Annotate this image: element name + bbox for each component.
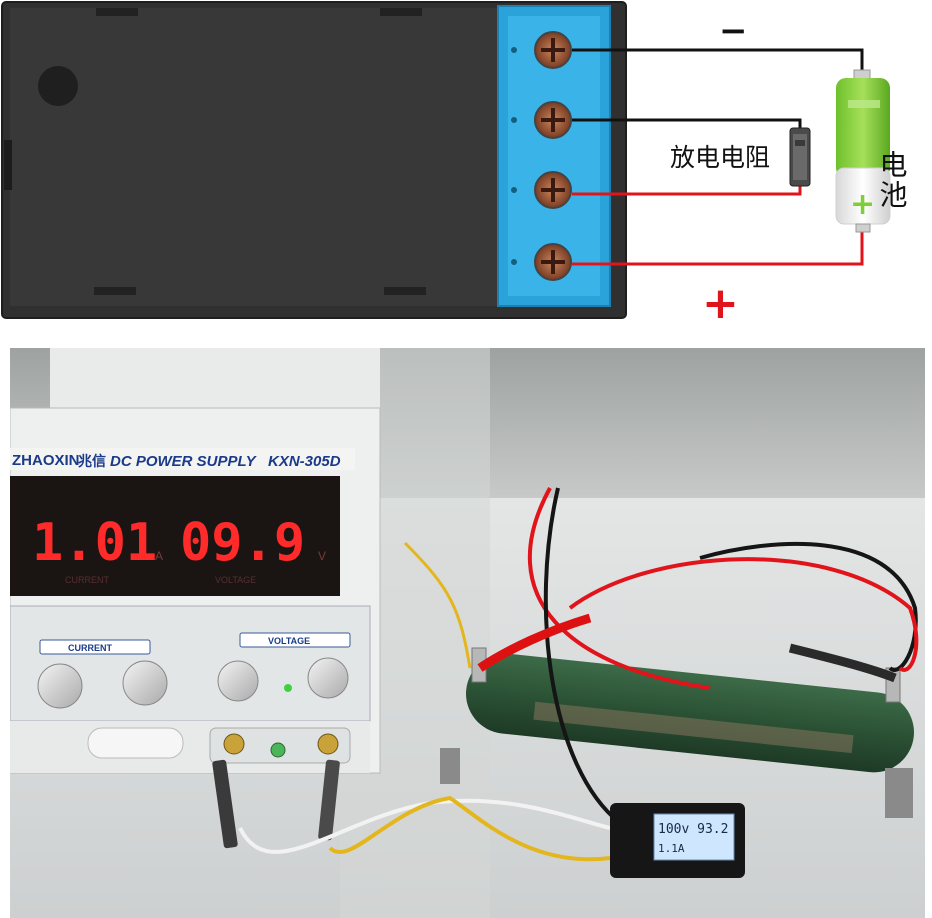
voltage-fine-knob[interactable] [307,657,349,699]
meter-line2: 1.1A [658,842,685,855]
current-section-label: CURRENT [68,643,113,653]
red-clip [477,613,592,672]
discharge-resistor-icon [789,127,811,187]
current-coarse-knob[interactable] [37,663,83,709]
terminal-screw-2 [534,101,572,139]
current-caption: CURRENT [65,575,110,585]
power-meter: 100v 93.2 1.1A [610,803,745,878]
black-clip [788,643,897,683]
psu-display [10,476,340,596]
wire-black-upper [699,541,918,672]
terminal-screw-4 [534,243,572,281]
current-unit: A [155,549,163,563]
wire-yellow-top [403,541,472,669]
case-clip [380,8,422,16]
terminal-screw-1 [534,31,572,69]
block-dot [511,117,517,123]
voltage-reading: 09.9 [180,513,305,573]
terminal-screw-3 [534,171,572,209]
wiring-diagram-svg: − + 放电电阻 + 电池 [1,1,909,329]
psu-brand: ZHAOXIN [12,452,80,469]
voltage-coarse-knob[interactable] [217,660,259,702]
alligator-clip-right [318,759,340,841]
resistor-bracket-left [440,748,460,784]
battery-icon [835,69,891,233]
wire-resistor-black [572,118,802,128]
voltage-section-box [239,632,351,648]
meter-line1: 100v 93.2 [658,822,728,837]
positive-sign: + [702,278,739,329]
case-clip [96,8,138,16]
power-switch[interactable] [87,727,184,759]
test-setup-photo: ZHAOXIN 兆信 DC POWER SUPPLY KXN-305D 1.01… [10,348,925,918]
case-notch [4,140,12,190]
case-clip [94,287,136,295]
test-setup-svg: ZHAOXIN 兆信 DC POWER SUPPLY KXN-305D 1.01… [10,348,925,918]
battery-plus-sign: + [850,187,875,222]
terminal-ground[interactable] [270,742,286,758]
case-clip [384,287,426,295]
terminal-negative[interactable] [317,733,339,755]
battery-label: 电池 [876,150,909,210]
current-fine-knob[interactable] [122,660,168,706]
alligator-clip-left [212,759,238,849]
resistor-bracket-right [885,768,913,818]
mount-hole [38,66,78,106]
wire-positive [572,230,864,266]
current-section-box [39,639,151,655]
psu-brand-cn: 兆信 [78,453,106,470]
psu-model: KXN-305D [268,453,341,470]
voltage-unit: V [318,549,326,563]
wire-negative [572,48,864,76]
voltage-caption: VOLTAGE [215,575,256,585]
block-dot [511,187,517,193]
wire-resistor-red [572,186,802,196]
negative-sign: − [719,11,748,51]
psu-title-strip [10,448,355,470]
wire-yellow [328,795,611,862]
resistor-label: 放电电阻 [670,143,770,172]
current-reading: 1.01 [32,513,157,573]
block-dot [511,47,517,53]
dc-power-supply: ZHAOXIN 兆信 DC POWER SUPPLY KXN-305D 1.01… [10,348,381,774]
voltage-section-label: VOLTAGE [268,636,310,646]
wire-red-loop [528,487,711,690]
block-dot [511,259,517,265]
wiring-diagram: − + 放电电阻 + 电池 [0,0,932,330]
wire-red-upper [568,557,919,672]
wire-black-loop [543,487,622,825]
psu-top [50,348,380,408]
terminal-positive[interactable] [223,733,245,755]
meter-lcd [653,813,735,861]
psu-model-title: DC POWER SUPPLY [110,453,258,470]
cv-indicator-led [284,684,292,692]
